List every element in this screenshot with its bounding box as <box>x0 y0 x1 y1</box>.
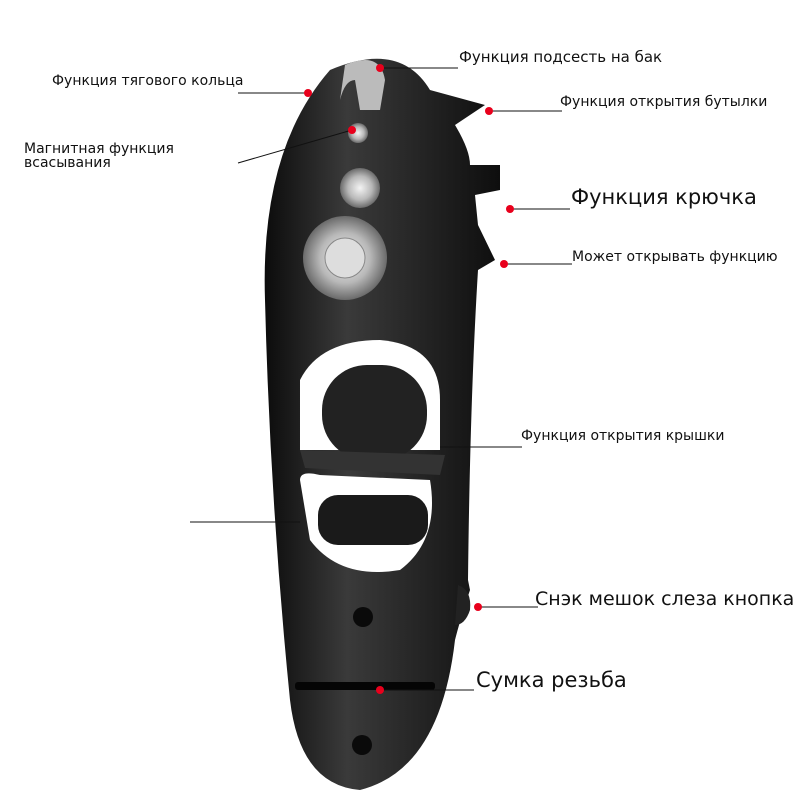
gear <box>340 168 380 208</box>
label-thread: Сумка резьба <box>476 668 627 692</box>
label-bottle: Функция открытия бутылки <box>560 94 768 110</box>
label-magnet: Магнитная функция всасывания <box>24 141 174 171</box>
label-tank: Функция подсесть на бак <box>459 48 663 66</box>
label-hook: Функция крючка <box>571 185 757 209</box>
label-snack: Снэк мешок слеза кнопка <box>535 588 795 610</box>
leader-lines <box>190 67 572 691</box>
label-pull-ring: Функция тягового кольца <box>52 73 244 89</box>
label-lid: Функция открытия крышки <box>521 428 725 444</box>
label-can: Может открывать функцию <box>572 249 778 265</box>
marker-dots <box>304 64 514 694</box>
pull-ring-hook <box>340 60 385 110</box>
